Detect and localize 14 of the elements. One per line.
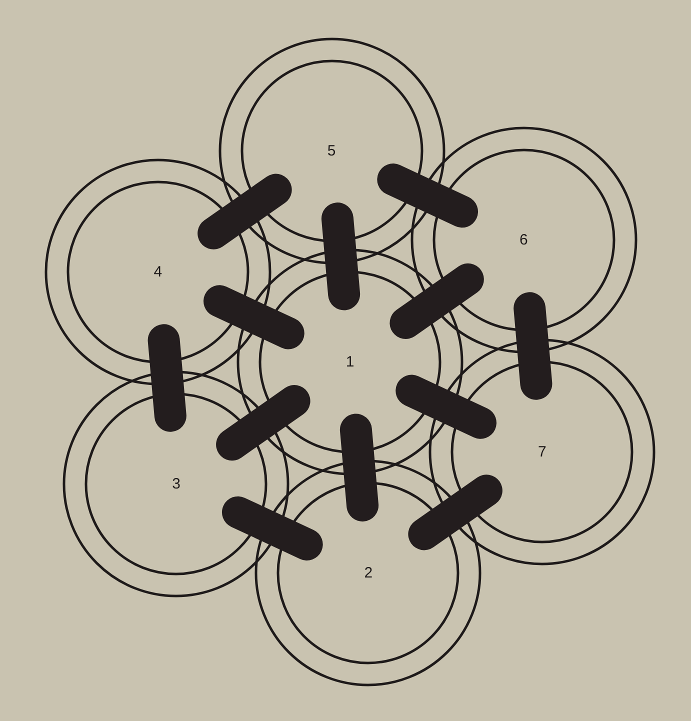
ring-number: 3 (172, 475, 180, 492)
ring-number: 1 (346, 354, 354, 370)
ring-node (408, 125, 639, 356)
ring-node (61, 368, 292, 599)
ring-number: 2 (364, 564, 373, 582)
ring-number: 4 (154, 264, 162, 281)
ring-number: 6 (519, 232, 528, 249)
ring-node (235, 247, 465, 477)
ring-number: 5 (327, 142, 336, 160)
ring-node (427, 336, 658, 567)
ring-number: 7 (538, 443, 546, 460)
ring-node (253, 458, 484, 688)
ring-node (42, 157, 273, 388)
ring-node (216, 36, 447, 266)
